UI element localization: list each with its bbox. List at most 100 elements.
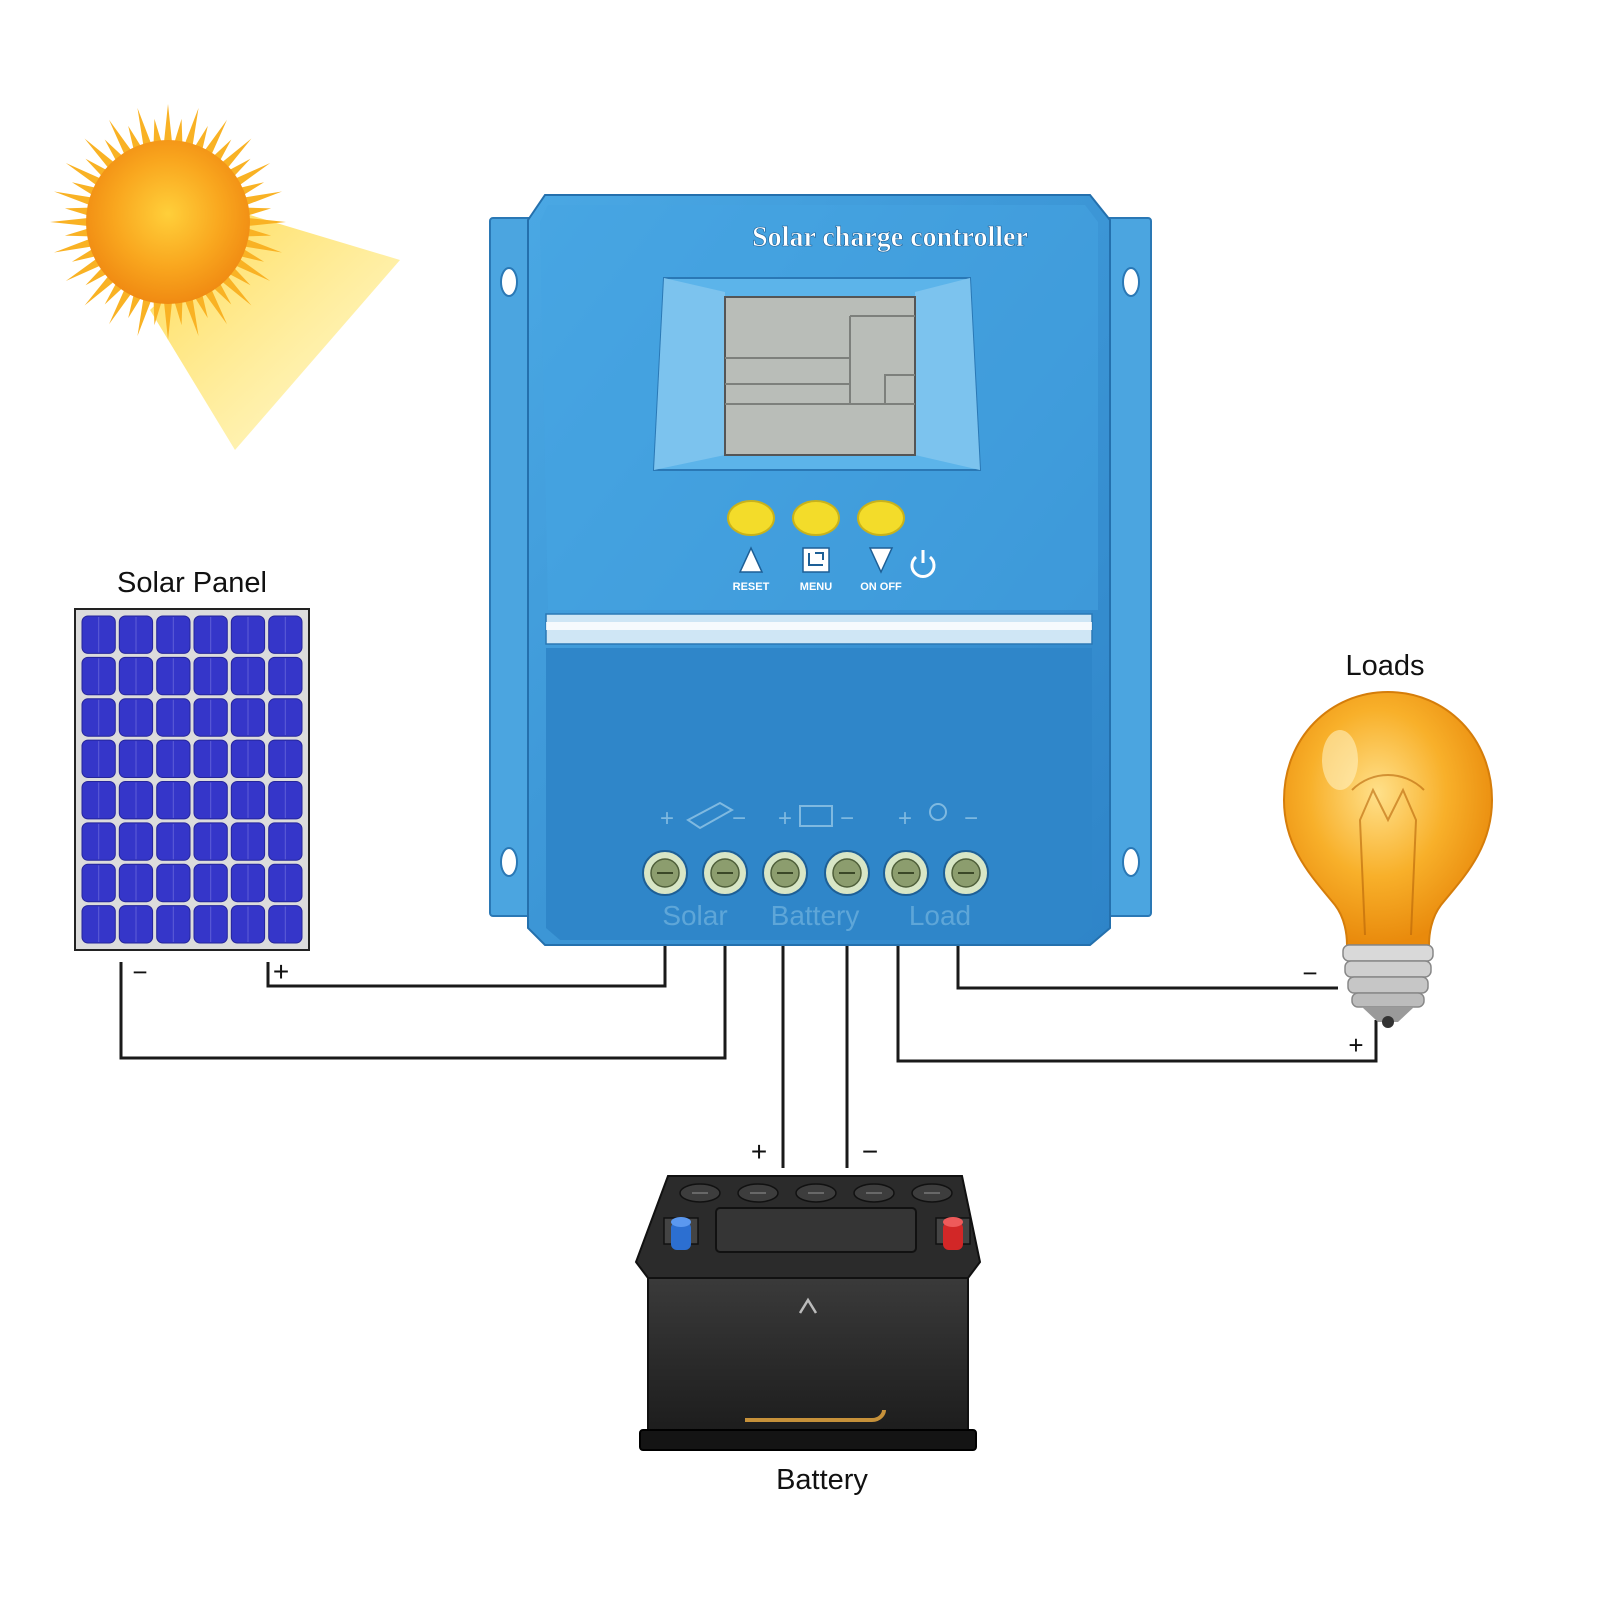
sun-ray [85,158,108,177]
solar-panel-label: Solar Panel [117,567,267,599]
wire-load-plus [896,946,1378,1063]
sun-ray [204,119,227,155]
reset-button[interactable] [727,500,775,536]
sun-ray [84,275,115,306]
down-arrow-icon [868,547,894,574]
sun-ray [213,139,232,162]
battery-vent-caps [679,1183,953,1203]
sun-ray [137,108,152,146]
sun-ray [164,104,172,143]
battery-case [647,1277,969,1437]
sun-ray [228,158,251,177]
terminal-symbols: + − + − + − [660,801,978,832]
bulb-filament [1351,774,1425,936]
sun-ray [65,163,101,186]
solar-panel-symbol-icon [686,801,735,830]
sun-ray [240,248,265,262]
sun-ray [213,282,232,305]
battery-indicator-strip [745,1409,886,1422]
lcd-screen [724,296,916,456]
load-bulb-symbol-icon [929,803,947,821]
solar-panel-cells [81,615,303,944]
sun-ray [85,267,108,286]
sun-ray [84,138,115,169]
battery-negative-terminal [663,1217,699,1250]
sun-ray [137,298,152,336]
button-label-menu: MENU [800,581,832,593]
sun-ray [247,218,286,226]
battery-plus-symbol: + [778,805,792,832]
sun-ray [54,191,92,206]
wire-solar-minus [119,946,727,1060]
battery-positive-terminal [935,1217,971,1250]
battery-group: + − Battery [634,1136,982,1496]
terminal-block [642,850,989,896]
sun-ray [244,238,282,253]
mount-hole [1122,847,1140,877]
sun-ray [174,118,183,144]
divider-highlight [546,622,1092,630]
sun-ray [109,119,132,155]
sun-ray [204,289,227,325]
solar-minus-symbol: − [732,805,746,832]
sun-rays [50,104,286,340]
menu-icon-glyph [808,552,824,566]
sun-ray [71,182,96,196]
wire-load-minus [956,946,1338,990]
sun-ray [240,182,265,196]
lcd-bezel-left [654,278,725,470]
charge-controller: Solar charge controller RESET MENU ON OF… [489,194,1152,946]
loads-plus: + [1348,1030,1363,1060]
bulb-highlight [1322,730,1358,790]
menu-button[interactable] [792,500,840,536]
sun-icon [86,140,250,304]
battery-lid-ridge [715,1207,917,1253]
battery-label: Battery [776,1464,868,1496]
wires [119,946,1378,1168]
solar-panel-plus: + [273,956,289,987]
sun-ray [50,218,89,226]
battery-handle-icon [798,1297,818,1314]
on-off-button[interactable] [857,500,905,536]
battery-plus-label: + [751,1136,767,1167]
sun-ray [174,300,183,326]
bulb-base [1342,944,1434,1028]
battery-minus-symbol: − [840,805,854,832]
terminal-label-load: Load [909,900,971,931]
sun-ray [128,294,142,319]
sun-ray [221,275,252,306]
power-icon [910,550,936,578]
sun-ray [194,125,208,150]
sun-ray [235,258,271,281]
sun-ray [164,301,172,340]
loads-label: Loads [1345,650,1424,682]
sun-ray [109,289,132,325]
battery-base [639,1429,977,1451]
solar-plus-symbol: + [660,805,674,832]
lcd-segments [725,315,915,405]
mount-hole [500,267,518,297]
wire-solar-plus [266,946,667,988]
sun-ray [246,207,272,216]
battery-minus-label: − [862,1136,878,1167]
menu-icon [802,547,830,573]
sun-ray [104,282,123,305]
sun-ray [104,139,123,162]
loads-group: Loads − + [1282,650,1494,1060]
load-minus-symbol: − [964,805,978,832]
sun-ray [128,125,142,150]
terminal-label-battery: Battery [771,900,860,931]
battery-symbol-icon [799,805,833,827]
mount-hole [500,847,518,877]
controller-lower-panel [546,648,1092,940]
loads-minus: − [1302,958,1317,988]
solar-panel-minus: − [132,957,147,987]
lcd-bezel-right [915,278,980,470]
button-label-on-off: ON OFF [860,581,902,593]
sun-ray [246,228,272,237]
sun-ray [64,228,90,237]
sun-ray [64,207,90,216]
sun-ray [184,298,199,336]
sun-ray [65,258,101,281]
